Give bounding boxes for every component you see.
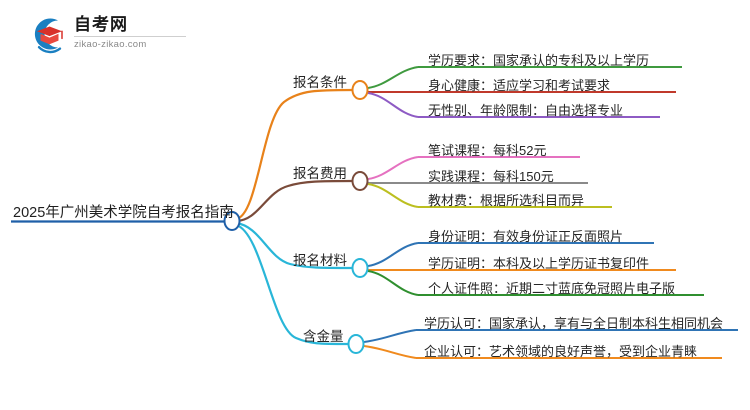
link-b2-leaf-1 [367,156,419,180]
leaf-label-b4-2[interactable]: 企业认可：艺术领域的良好声誉，受到企业青睐 [424,344,698,359]
link-b2-leaf-3 [367,183,419,208]
branch-label-hanjinliang[interactable]: 含金量 [303,329,344,344]
node-root[interactable] [223,211,241,231]
node-branch-1[interactable] [351,80,369,100]
link-root-to-branch-1 [234,88,354,221]
leaf-label-b2-1[interactable]: 笔试课程：每科52元 [428,143,547,158]
link-b4-leaf-2 [363,345,417,359]
link-b3-leaf-3 [367,270,419,296]
link-root-to-branch-2 [234,179,354,223]
logo-subtitle: zikao-zikao.com [74,39,147,50]
leaf-label-b2-3[interactable]: 教材费：根据所选科目而异 [428,193,585,208]
link-root-to-branch-3 [234,221,354,270]
root-node-label[interactable]: 2025年广州美术学院自考报名指南 [13,205,234,221]
branch-label-baomingcailiao[interactable]: 报名材料 [293,253,347,268]
leaf-label-b1-1[interactable]: 学历要求：国家承认的专科及以上学历 [428,53,650,68]
link-b3-leaf-1 [367,242,419,267]
branch-label-baomingtiaojian[interactable]: 报名条件 [293,75,347,90]
leaf-label-b3-2[interactable]: 学历证明：本科及以上学历证书复印件 [428,256,650,271]
link-b1-leaf-1 [367,66,419,89]
leaf-label-b2-2[interactable]: 实践课程：每科150元 [428,169,554,184]
leaf-label-b4-1[interactable]: 学历认可：国家承认，享有与全日制本科生相同机会 [424,316,724,331]
leaf-label-b3-3[interactable]: 个人证件照：近期二寸蓝底免冠照片电子版 [428,281,676,296]
logo-divider [74,36,186,37]
node-branch-4[interactable] [347,334,365,354]
logo-title: 自考网 [74,15,128,34]
node-branch-3[interactable] [351,258,369,278]
leaf-label-b1-3[interactable]: 无性别、年龄限制：自由选择专业 [428,103,624,118]
logo-text: 自考网 zikao-zikao.com [74,14,186,54]
graduation-cap-logo-icon [28,13,70,55]
site-logo: 自考网 zikao-zikao.com [28,12,188,56]
node-branch-2[interactable] [351,171,369,191]
leaf-label-b3-1[interactable]: 身份证明：有效身份证正反面照片 [428,229,624,244]
leaf-label-b1-2[interactable]: 身心健康：适应学习和考试要求 [428,78,611,93]
branch-label-baomingfeiyong[interactable]: 报名费用 [293,166,347,181]
link-b4-leaf-1 [363,329,417,343]
link-root-to-branch-4 [234,223,350,346]
link-b1-leaf-3 [367,92,419,118]
